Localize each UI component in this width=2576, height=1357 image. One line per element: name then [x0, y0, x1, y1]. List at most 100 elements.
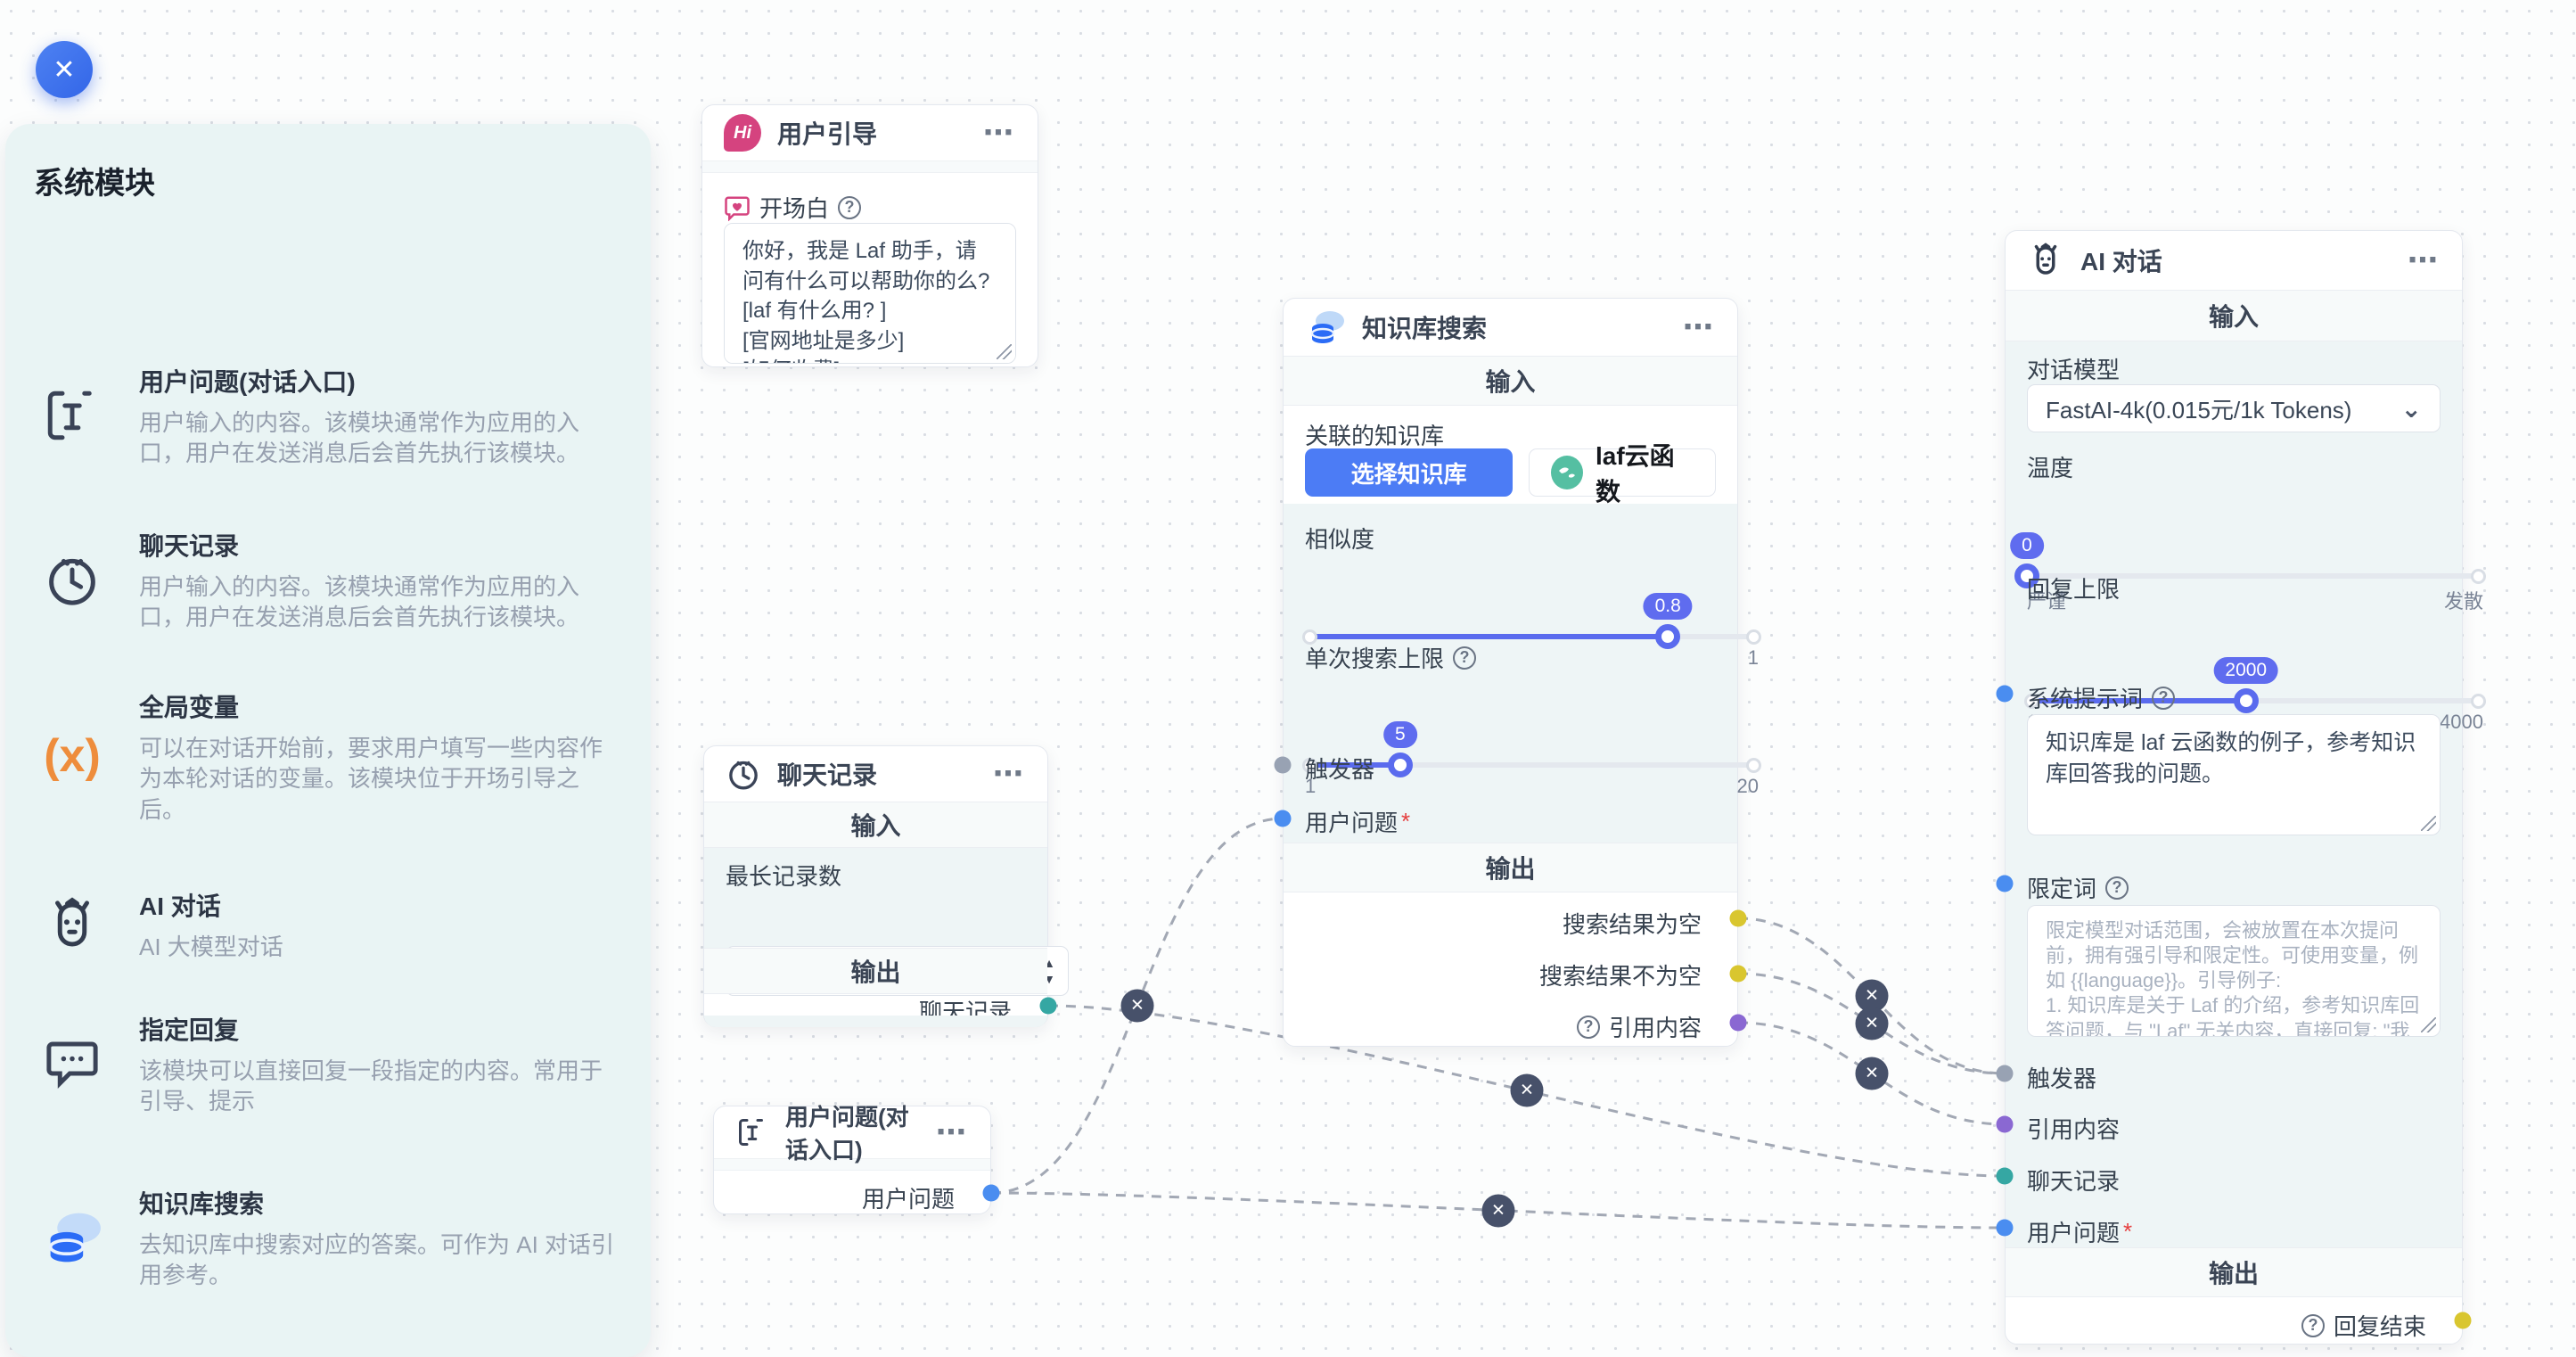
- clock-icon: [5, 527, 139, 633]
- similarity-slider[interactable]: 0.8 1: [1302, 593, 1761, 669]
- laf-logo-icon: [1551, 456, 1583, 489]
- port-kb-quote-out[interactable]: [1729, 1014, 1747, 1032]
- port-ai-history-in[interactable]: [1996, 1167, 2014, 1185]
- edge-delete-button[interactable]: ✕: [1510, 1073, 1544, 1107]
- node-ai-chat[interactable]: AI 对话 ⋯ 输入 对话模型 FastAI-4k(0.015元/1k Toke…: [2005, 230, 2486, 1345]
- search-limit-min-label: 1: [1305, 775, 1317, 797]
- help-icon[interactable]: ?: [1576, 1015, 1600, 1039]
- system-prompt-label: 系统提示词 ?: [2027, 681, 2441, 714]
- node-menu-button[interactable]: ⋯: [2408, 243, 2441, 277]
- node-menu-button[interactable]: ⋯: [936, 1115, 969, 1149]
- node-kb-search[interactable]: 知识库搜索 ⋯ 输入 关联的知识库 选择知识库 laf云函数 相似度 0.8 1…: [1283, 298, 1761, 1047]
- node-title: 聊天记录: [777, 761, 878, 789]
- edge-delete-button[interactable]: ✕: [1120, 989, 1154, 1023]
- temperature-value-bubble: 0: [2010, 532, 2044, 559]
- help-icon[interactable]: ?: [2301, 1313, 2325, 1337]
- node-chat-history[interactable]: 聊天记录 ⋯ 输入 最长记录数 6 ▲ ▼ 输出 聊天记录: [703, 745, 1069, 1027]
- node-menu-button[interactable]: ⋯: [1683, 310, 1716, 344]
- question-out-label: 用户问题: [861, 1186, 955, 1213]
- select-dataset-button[interactable]: 选择知识库: [1305, 448, 1514, 497]
- reply-limit-label: 回复上限: [2027, 576, 2121, 603]
- sidebar-item-fixed-reply[interactable]: 指定回复 该模块可以直接回复一段指定的内容。常用于引导、提示: [5, 1011, 651, 1117]
- slider-end: [1302, 629, 1317, 645]
- dataset-row: 选择知识库 laf云函数: [1305, 442, 1716, 506]
- temperature-slider[interactable]: 0 严谨 发散: [2010, 532, 2486, 613]
- dataset-tag[interactable]: laf云函数: [1529, 442, 1716, 506]
- welcome-textarea[interactable]: 你好，我是 Laf 助手，请问有什么可以帮助你的么? [laf 有什么用? ] …: [724, 223, 1016, 364]
- similarity-value-bubble: 0.8: [1643, 593, 1693, 620]
- port-ai-trigger-in[interactable]: [1996, 1065, 2014, 1082]
- port-ai-system-prompt-in[interactable]: [1996, 685, 2014, 703]
- node-ai-chat-header[interactable]: AI 对话 ⋯: [2006, 231, 2462, 290]
- similarity-slider-thumb[interactable]: [1655, 624, 1681, 649]
- dataset-tag-label: laf云函数: [1595, 442, 1675, 506]
- kb-out-quote-label: ? 引用内容: [1576, 1010, 1702, 1043]
- node-user-guide[interactable]: Hi 用户引导 ⋯ 开场白 ? 你好，我是 Laf 助手，请问有什么可以帮助你的…: [701, 104, 1038, 367]
- resize-handle-icon[interactable]: [997, 344, 1012, 359]
- temperature-label: 温度: [2027, 455, 2074, 481]
- port-question-out[interactable]: [982, 1184, 1000, 1202]
- reply-limit-slider-thumb[interactable]: [2233, 688, 2259, 713]
- port-kb-notempty-out[interactable]: [1729, 965, 1747, 983]
- search-limit-slider-thumb[interactable]: [1387, 753, 1413, 777]
- node-chat-history-header[interactable]: 聊天记录 ⋯: [704, 746, 1047, 802]
- node-user-question-header[interactable]: 用户问题(对话入口) ⋯: [714, 1104, 990, 1164]
- help-icon[interactable]: ?: [2105, 876, 2129, 900]
- sidebar-item-ai-chat[interactable]: AI 对话 AI 大模型对话: [5, 887, 651, 962]
- panel-title: 系统模块: [34, 167, 155, 201]
- help-icon[interactable]: ?: [2152, 686, 2176, 710]
- ai-out-done-label: ? 回复结束: [2301, 1309, 2426, 1342]
- output-section-title: 输出: [2208, 1260, 2259, 1287]
- help-icon[interactable]: ?: [838, 195, 862, 219]
- edge-delete-button[interactable]: ✕: [1855, 1057, 1889, 1090]
- node-menu-button[interactable]: ⋯: [993, 757, 1026, 791]
- port-kb-empty-out[interactable]: [1729, 909, 1747, 927]
- node-menu-button[interactable]: ⋯: [983, 116, 1016, 150]
- port-history-out[interactable]: [1039, 997, 1057, 1015]
- node-user-question[interactable]: 用户问题(对话入口) ⋯ 用户问题: [713, 1104, 991, 1214]
- input-section-title: 输入: [850, 812, 901, 840]
- kb-input-section-bg: [1284, 504, 1737, 843]
- similarity-max-label: 1: [1747, 646, 1759, 669]
- system-modules-panel: 系统模块 用户问题(对话入口) 用户输入的内容。该模块通常作为应用的入口，用户在…: [5, 124, 651, 1357]
- output-section-bar: 输出: [1284, 843, 1737, 892]
- search-limit-slider[interactable]: 5 1 20: [1302, 721, 1761, 797]
- node-user-guide-header[interactable]: Hi 用户引导 ⋯: [702, 105, 1038, 160]
- output-section-bar: 输出: [704, 948, 1047, 994]
- bottom-strip: [704, 1016, 1047, 1027]
- sidebar-item-question-classify[interactable]: 问题分类 可以判断用户问题属于哪方面问题，从而执行不同的操作。: [5, 1351, 651, 1357]
- system-prompt-textarea[interactable]: 知识库是 laf 云函数的例子，参考知识库回答我的问题。: [2027, 714, 2441, 835]
- limit-words-wrap: [2027, 905, 2441, 1037]
- history-input-section-bg: [704, 848, 1047, 948]
- edge-delete-button[interactable]: ✕: [1481, 1194, 1515, 1228]
- welcome-label: 开场白: [759, 195, 830, 222]
- model-select[interactable]: FastAI-4k(0.015元/1k Tokens) ⌄: [2027, 384, 2441, 432]
- port-ai-done-out[interactable]: [2454, 1312, 2472, 1329]
- port-ai-question-in[interactable]: [1996, 1219, 2014, 1237]
- help-icon[interactable]: ?: [1453, 646, 1477, 670]
- port-kb-trigger-in[interactable]: [1274, 756, 1292, 774]
- resize-handle-icon[interactable]: [2421, 1017, 2436, 1032]
- port-kb-question-in[interactable]: [1274, 810, 1292, 827]
- sidebar-item-title: 全局变量: [139, 694, 240, 721]
- temperature-slider-thumb[interactable]: [2014, 563, 2039, 588]
- variable-icon: (x): [44, 730, 101, 783]
- resize-handle-icon[interactable]: [2421, 816, 2436, 831]
- sidebar-item-kb-search[interactable]: 知识库搜索 去知识库中搜索对应的答案。可作为 AI 对话引用参考。: [5, 1185, 651, 1291]
- input-section-title: 输入: [2208, 303, 2259, 331]
- sidebar-item-global-variable[interactable]: (x) 全局变量 可以在对话开始前，要求用户填写一些内容作为本轮对话的变量。该模…: [5, 688, 651, 825]
- node-kb-search-header[interactable]: 知识库搜索 ⋯: [1284, 299, 1737, 356]
- edge-kb-empty-to-ai: [1737, 917, 2006, 1075]
- sidebar-item-user-question[interactable]: 用户问题(对话入口) 用户输入的内容。该模块通常作为应用的入口，用户在发送消息后…: [5, 363, 651, 469]
- port-ai-quote-in[interactable]: [1996, 1115, 2014, 1133]
- close-panel-button[interactable]: ✕: [36, 41, 93, 98]
- limit-words-textarea[interactable]: [2027, 905, 2441, 1037]
- edge-delete-button[interactable]: ✕: [1855, 979, 1889, 1013]
- kb-search-icon: [5, 1185, 139, 1291]
- port-ai-limit-words-in[interactable]: [1996, 875, 2014, 892]
- search-limit-max-label: 20: [1736, 775, 1759, 797]
- output-section-title: 输出: [850, 958, 901, 986]
- sidebar-item-chat-history[interactable]: 聊天记录 用户输入的内容。该模块通常作为应用的入口，用户在发送消息后会首先执行该…: [5, 527, 651, 633]
- slider-end: [1746, 758, 1761, 773]
- edge-delete-button[interactable]: ✕: [1855, 1007, 1889, 1040]
